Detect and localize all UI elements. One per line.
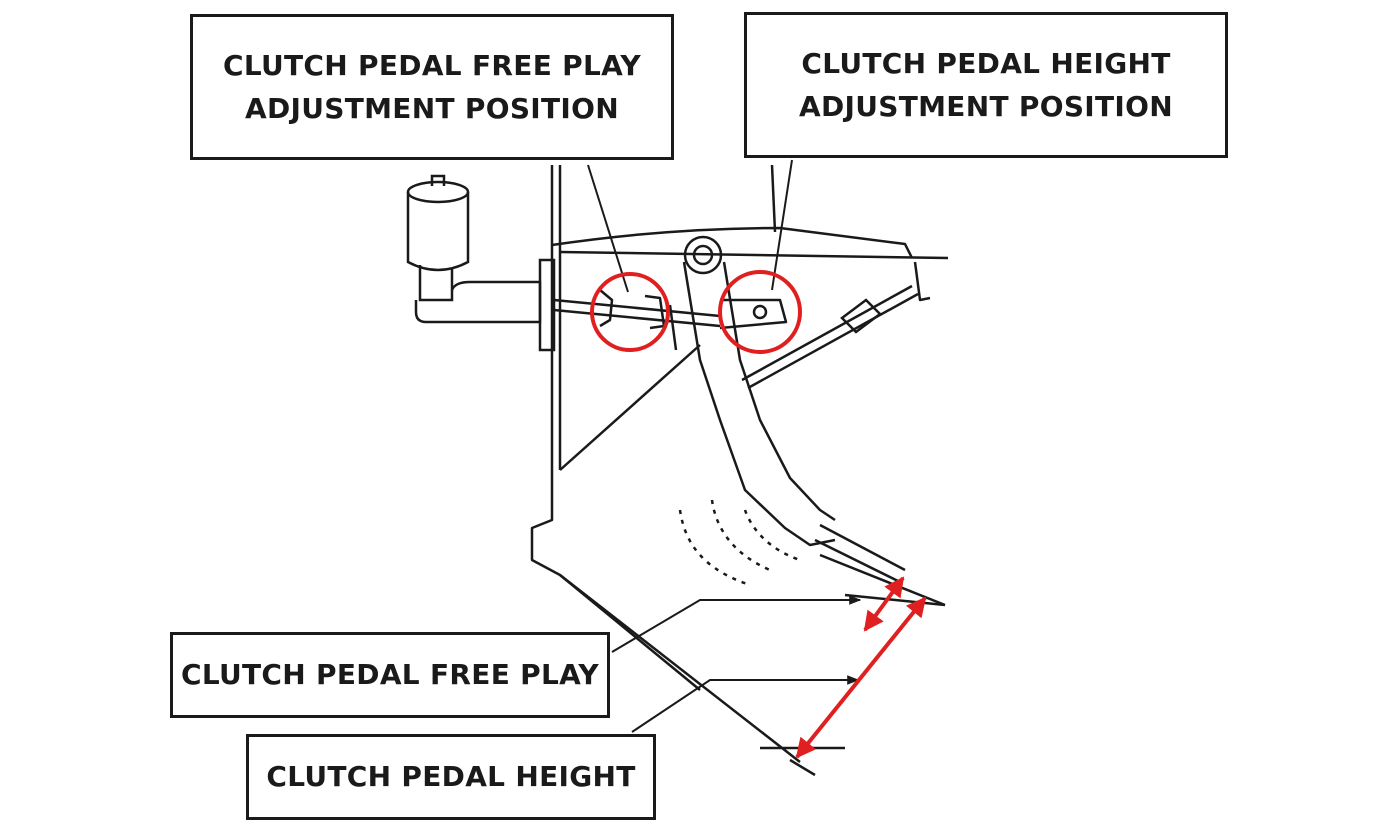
pedal-travel-positions <box>678 499 801 587</box>
pedal-height-arrow <box>795 596 927 759</box>
pedal-height-label-text: CLUTCH PEDAL HEIGHT <box>266 760 636 794</box>
push-rod-and-pedal <box>553 235 906 584</box>
free-play-adjustment-label-line2: ADJUSTMENT POSITION <box>245 92 619 125</box>
height-adjustment-label-line2: ADJUSTMENT POSITION <box>799 90 1173 123</box>
return-spring <box>741 284 919 390</box>
free-play-label: CLUTCH PEDAL FREE PLAY <box>170 632 610 718</box>
free-play-label-text: CLUTCH PEDAL FREE PLAY <box>180 658 600 692</box>
pedal-height-label: CLUTCH PEDAL HEIGHT <box>246 734 656 820</box>
leader-lines <box>587 159 862 733</box>
adjustment-highlight-circles <box>590 270 802 354</box>
firewall-structure <box>530 164 949 763</box>
free-play-adjustment-position-label: CLUTCH PEDAL FREE PLAY ADJUSTMENT POSITI… <box>190 14 674 160</box>
master-cylinder <box>406 174 556 352</box>
free-play-adjustment-circle <box>590 272 670 352</box>
measurement-arrows <box>795 576 927 759</box>
free-play-adjustment-label-line1: CLUTCH PEDAL FREE PLAY <box>222 48 642 82</box>
height-adjustment-label-line1: CLUTCH PEDAL HEIGHT <box>801 46 1171 80</box>
measurement-lines <box>760 553 946 777</box>
height-adjustment-circle <box>718 270 802 354</box>
height-adjustment-position-label: CLUTCH PEDAL HEIGHT ADJUSTMENT POSITION <box>744 12 1228 158</box>
free-play-arrow <box>863 576 905 632</box>
